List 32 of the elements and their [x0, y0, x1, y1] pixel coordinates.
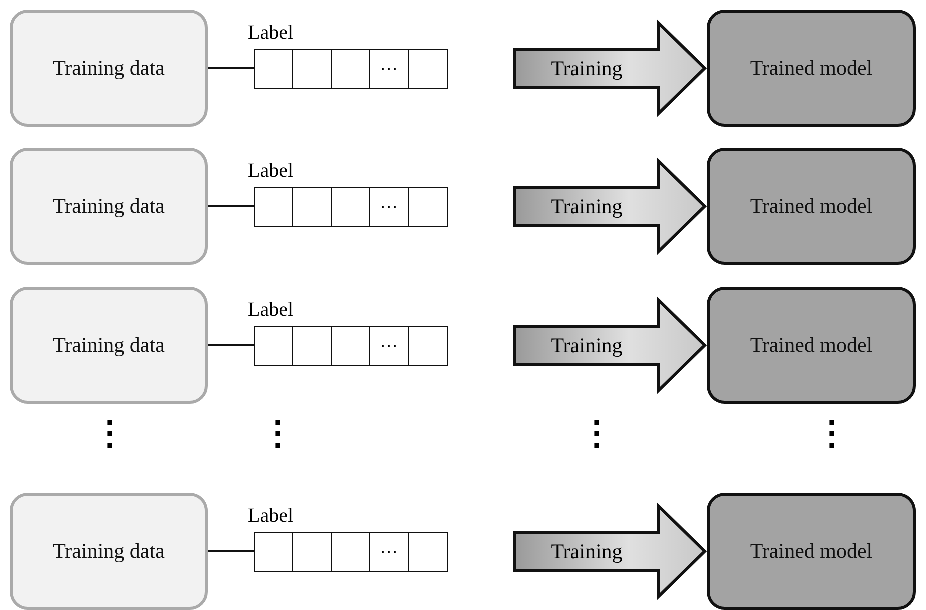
- connector-line: [208, 206, 255, 208]
- model-box: Trained model: [707, 10, 916, 127]
- ellipsis-mark: ⋮: [261, 418, 295, 452]
- data-box: Training data: [10, 148, 208, 265]
- edge-label: Training: [551, 333, 623, 358]
- block-arrow: [514, 502, 708, 600]
- vector-cell: ⋯: [369, 326, 409, 366]
- connector-line: [208, 68, 255, 70]
- vector-cell: ⋯: [369, 48, 409, 88]
- connector-line: [208, 344, 255, 346]
- connector-line: [208, 550, 255, 552]
- ellipsis-mark: ⋮: [93, 418, 127, 452]
- edge-label: Training: [551, 539, 623, 564]
- model-box: Trained model: [707, 287, 916, 404]
- block-arrow: [514, 158, 708, 256]
- vector-heading: Label: [248, 298, 294, 322]
- model-box: Trained model: [707, 493, 916, 610]
- vector-heading: Label: [248, 504, 294, 528]
- vector-cell: ⋯: [369, 186, 409, 226]
- vector-heading: Label: [248, 160, 294, 182]
- data-box: Training data: [10, 493, 208, 610]
- vector-heading: Label: [248, 22, 294, 44]
- ellipsis-mark: ⋮: [580, 418, 614, 452]
- model-box: Trained model: [707, 148, 916, 265]
- vector-cell: ⋯: [369, 532, 409, 572]
- data-box: Training data: [10, 10, 208, 127]
- data-box: Training data: [10, 287, 208, 404]
- edge-label: Training: [551, 194, 623, 219]
- edge-label: Training: [551, 56, 623, 81]
- block-arrow: [514, 20, 708, 118]
- block-arrow: [514, 296, 708, 394]
- ellipsis-mark: ⋮: [815, 418, 849, 452]
